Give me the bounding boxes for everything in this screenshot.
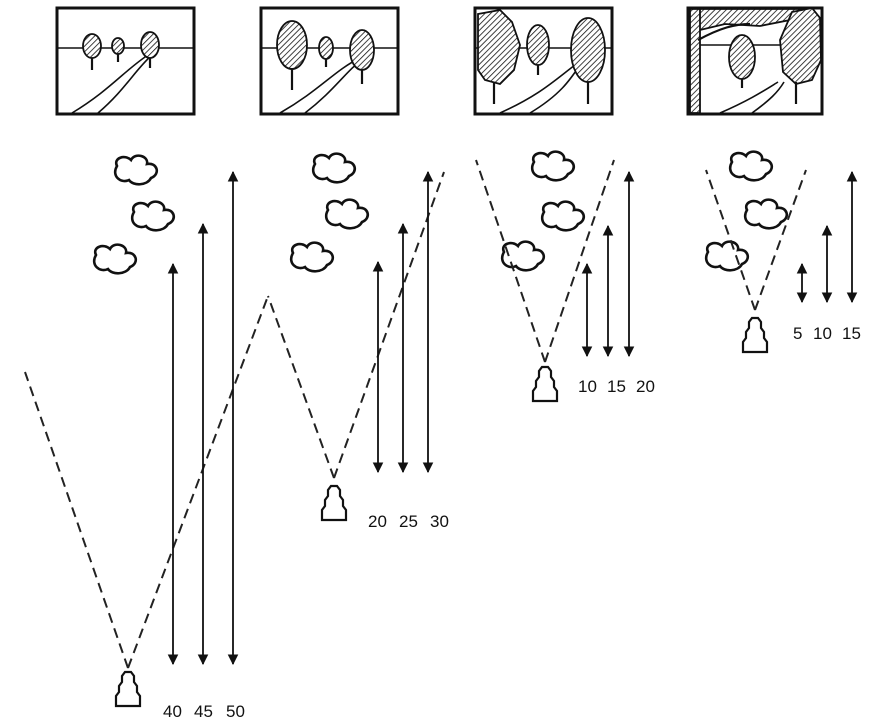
camera-stack-icon [741,316,769,354]
bush-icon [704,240,750,272]
bush-icon [728,150,774,182]
distance-label-4-a: 5 [793,324,802,343]
distance-arrows-3 [581,170,635,358]
distance-label-2-a: 20 [368,512,387,531]
thumbnail-4 [686,6,824,116]
distance-label-1-b: 45 [194,702,213,721]
thumbnail-1 [55,6,196,116]
bush-icon [540,200,586,232]
tree-icon [779,7,822,104]
tree-icon [349,29,375,84]
fov-lines-2 [267,171,445,479]
tree-icon [526,24,550,75]
tree-icon [728,34,756,88]
bush-icon [530,150,576,182]
thumbnail-2 [259,6,400,116]
bush-icon [324,198,370,230]
bush-icon [92,243,138,275]
tree-icon [276,20,308,90]
distance-label-4-c: 15 [842,324,861,343]
tree-icon [82,33,102,70]
tree-icon [477,9,521,104]
tree-icon [689,8,751,114]
camera-stack-icon [114,670,142,708]
distance-label-3-c: 20 [636,377,655,396]
fov-lines-4 [705,169,807,311]
distance-arrows-4 [796,170,858,304]
tree-icon [140,31,160,68]
camera-stack-icon [531,365,559,403]
bush-icon [743,198,789,230]
distance-label-4-b: 10 [813,324,832,343]
distance-arrows-1 [167,170,239,666]
thumbnail-3 [473,6,614,116]
bush-icon [289,241,335,273]
bush-icon [500,240,546,272]
fov-lines-1 [24,295,269,669]
distance-arrows-2 [372,170,434,474]
bush-icon [311,152,357,184]
distance-label-2-c: 30 [430,512,449,531]
tree-icon [318,36,334,67]
distance-label-1-a: 40 [163,702,182,721]
camera-stack-icon [320,484,348,522]
distance-label-2-b: 25 [399,512,418,531]
bush-icon [113,154,159,186]
distance-label-3-b: 15 [607,377,626,396]
tree-icon [111,37,125,62]
bush-icon [130,200,176,232]
tree-icon [570,17,606,104]
distance-label-3-a: 10 [578,377,597,396]
fov-lines-3 [475,159,615,363]
distance-label-1-c: 50 [226,702,245,721]
